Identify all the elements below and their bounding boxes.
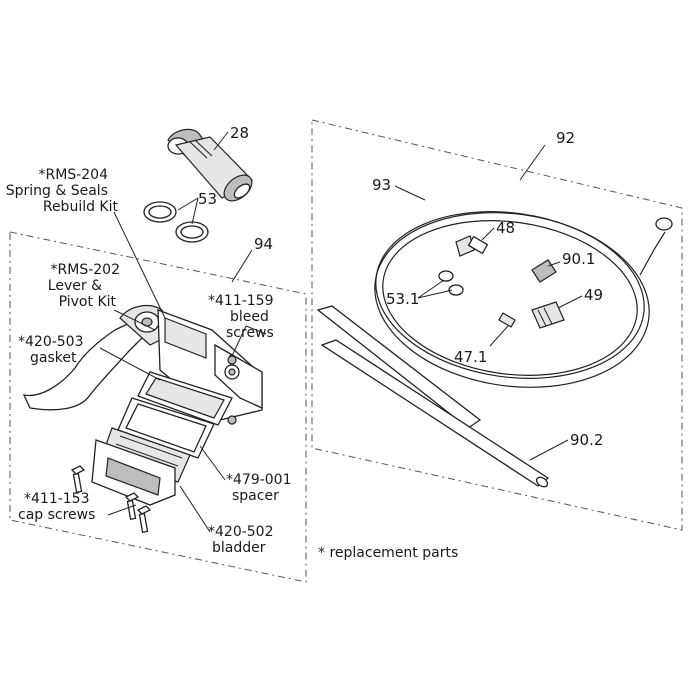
svg-text:gasket: gasket bbox=[30, 350, 77, 366]
svg-text:*411-159: *411-159 bbox=[208, 293, 274, 309]
svg-text:*420-502: *420-502 bbox=[208, 524, 274, 540]
svg-text:*RMS-204: *RMS-204 bbox=[39, 167, 109, 183]
callout-rms-204: *RMS-204 Spring & Seals Rebuild Kit bbox=[6, 167, 119, 215]
svg-text:*479-001: *479-001 bbox=[226, 472, 292, 488]
svg-text:bleed: bleed bbox=[230, 309, 269, 325]
svg-text:bladder: bladder bbox=[212, 540, 266, 556]
label-53-1: 53.1 bbox=[386, 290, 419, 308]
fitting-part-49 bbox=[531, 301, 565, 329]
banjo-bolt-part-48 bbox=[455, 235, 489, 257]
piston-spring-part-28 bbox=[167, 128, 253, 202]
olive-part-90-1 bbox=[531, 259, 557, 283]
label-53: 53 bbox=[198, 190, 217, 208]
callout-411-153: *411-153 cap screws bbox=[18, 491, 95, 523]
callout-420-502: *420-502 bladder bbox=[208, 524, 274, 556]
svg-text:Lever &: Lever & bbox=[48, 278, 102, 294]
label-28: 28 bbox=[230, 124, 249, 142]
seal-rings-part-53 bbox=[143, 201, 209, 243]
label-90-1: 90.1 bbox=[562, 250, 595, 268]
cap-screws bbox=[70, 465, 152, 533]
label-48: 48 bbox=[496, 219, 515, 237]
lever-assembly-group-box bbox=[9, 231, 307, 583]
callout-411-159: *411-159 bleed screws bbox=[208, 293, 274, 341]
callout-479-001: *479-001 spacer bbox=[226, 472, 292, 504]
callout-rms-202: *RMS-202 Lever & Pivot Kit bbox=[48, 262, 120, 310]
svg-text:spacer: spacer bbox=[232, 488, 279, 504]
label-92: 92 bbox=[556, 129, 575, 147]
svg-text:Spring & Seals: Spring & Seals bbox=[6, 183, 108, 199]
gasket-plate bbox=[137, 371, 233, 426]
svg-text:Rebuild Kit: Rebuild Kit bbox=[43, 199, 119, 215]
bleed-nipple-part-47-1 bbox=[498, 312, 516, 328]
o-rings-part-53-1 bbox=[438, 270, 464, 296]
svg-text:screws: screws bbox=[226, 325, 274, 341]
reservoir-cap bbox=[91, 439, 176, 506]
spacer-plate bbox=[117, 397, 215, 459]
svg-text:*411-153: *411-153 bbox=[24, 491, 90, 507]
master-cylinder-body bbox=[157, 309, 263, 421]
label-47-1: 47.1 bbox=[454, 348, 487, 366]
svg-text:*RMS-202: *RMS-202 bbox=[51, 262, 120, 278]
svg-text:Pivot Kit: Pivot Kit bbox=[59, 294, 117, 310]
hose-kit-group-box bbox=[311, 119, 683, 531]
label-94: 94 bbox=[254, 235, 273, 253]
label-49: 49 bbox=[584, 286, 603, 304]
svg-text:*420-503: *420-503 bbox=[18, 334, 84, 350]
callout-420-503: *420-503 gasket bbox=[18, 334, 84, 366]
hose-sleeves-part-90-2 bbox=[316, 305, 550, 488]
label-90-2: 90.2 bbox=[570, 431, 603, 449]
label-93: 93 bbox=[372, 176, 391, 194]
hydraulic-hose-part-93 bbox=[374, 211, 673, 388]
footnote: * replacement parts bbox=[318, 545, 458, 561]
svg-text:cap screws: cap screws bbox=[18, 507, 95, 523]
